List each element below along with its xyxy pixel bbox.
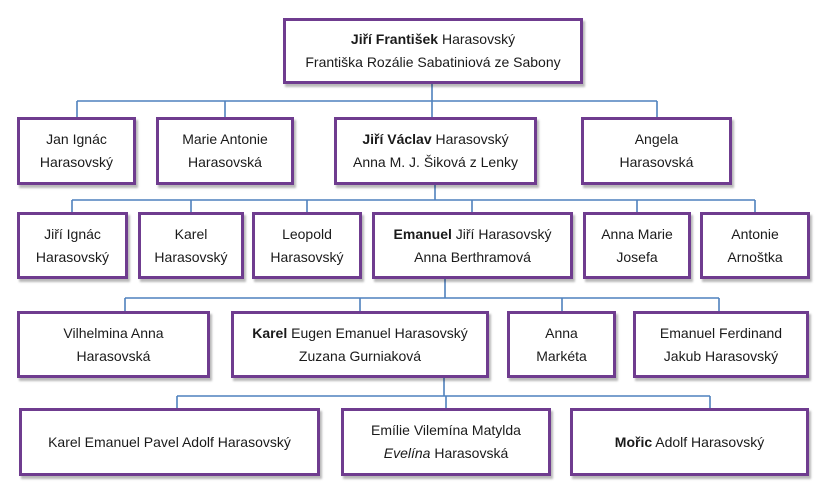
node-line-2: Jakub Harasovský — [663, 347, 779, 364]
node-line-1: Anna — [545, 324, 578, 341]
node-line-2: Harasovský — [35, 248, 110, 265]
person-name-rest: Eugen Emanuel Harasovský — [287, 324, 468, 341]
node-line-1: Emanuel Jiří Harasovský — [394, 223, 552, 246]
node-line-1: Karel — [174, 225, 208, 242]
person-node-jiri-ignac: Jiří Ignác Harasovský — [17, 212, 128, 279]
person-node-anna-marie: Anna Marie Josefa — [583, 212, 691, 279]
node-line-2: Josefa — [616, 248, 658, 265]
person-name-rest: Adolf Harasovský — [652, 433, 765, 450]
node-line-2: Anna M. J. Šiková z Lenky — [353, 154, 518, 170]
person-node-vilhelmina: Vilhelmina Anna Harasovská — [17, 311, 210, 378]
node-line-2: Markéta — [536, 347, 587, 364]
person-name-rest: Harasovský — [438, 31, 516, 47]
node-line-2: Harasovský — [39, 154, 114, 170]
person-name-rest: Harasovská — [430, 445, 509, 461]
person-node-emanuel: Emanuel Jiří Harasovský Anna Berthramová — [372, 212, 573, 279]
node-line-2: Františka Rozálie Sabatiniová ze Sabony — [305, 54, 561, 70]
person-node-moric: Mořic Adolf Harasovský — [570, 408, 809, 476]
person-node-karel-eugen: Karel Eugen Emanuel Harasovský Zuzana Gu… — [231, 311, 489, 378]
node-line-1: Jan Ignác — [46, 131, 107, 147]
node-line-2: Harasovský — [270, 248, 344, 265]
node-line-2: Harasovská — [76, 347, 151, 364]
person-node-jan-ignac: Jan Ignác Harasovský — [17, 117, 136, 185]
node-line-2: Anna Berthramová — [414, 248, 531, 265]
node-line-1: Marie Antonie — [182, 131, 268, 147]
node-line-1: Jiří František Harasovský — [351, 28, 515, 51]
node-line-2: Evelína Harasovská — [384, 442, 509, 465]
node-line-2: Arnoštka — [727, 248, 783, 265]
person-name-bold: Karel — [252, 324, 288, 341]
node-line-1: Leopold — [282, 225, 332, 242]
person-node-emilie: Emílie Vilemína Matylda Evelína Harasovs… — [341, 408, 551, 476]
node-line-1: Karel Emanuel Pavel Adolf Harasovský — [48, 433, 291, 450]
person-node-jiri-frantisek: Jiří František Harasovský Františka Rozá… — [283, 18, 583, 84]
node-line-1: Antonie — [731, 225, 779, 242]
person-node-antonie: Antonie Arnoštka — [700, 212, 810, 279]
node-line-1: Emanuel Ferdinand — [659, 324, 783, 341]
node-line-1: Karel Eugen Emanuel Harasovský — [252, 322, 468, 345]
node-line-1: Vilhelmina Anna — [63, 324, 164, 341]
person-name-italic: Evelína — [383, 445, 431, 461]
node-line-2: Harasovský — [154, 248, 228, 265]
person-node-jiri-vaclav: Jiří Václav Harasovský Anna M. J. Šiková… — [334, 117, 537, 185]
node-line-2: Zuzana Gurniaková — [298, 347, 422, 364]
node-line-1: Jiří Ignác — [44, 225, 101, 242]
node-line-1: Jiří Václav Harasovský — [362, 128, 508, 151]
person-node-karel-emanuel: Karel Emanuel Pavel Adolf Harasovský — [19, 408, 320, 476]
person-name-bold: Mořic — [614, 433, 653, 450]
person-name-bold: Jiří František — [350, 31, 439, 47]
person-name-bold: Jiří Václav — [362, 131, 432, 147]
person-name-rest: Harasovský — [431, 131, 509, 147]
person-node-karel: Karel Harasovský — [138, 212, 244, 279]
node-line-1: Anna Marie — [601, 225, 673, 242]
person-name-bold: Emanuel — [393, 225, 452, 242]
person-node-anna-marketa: Anna Markéta — [507, 311, 616, 378]
node-line-1: Angela — [634, 131, 679, 147]
person-node-angela: Angela Harasovská — [581, 117, 732, 185]
person-node-marie-antonie: Marie Antonie Harasovská — [156, 117, 294, 185]
node-line-1: Mořic Adolf Harasovský — [615, 431, 764, 454]
node-line-2: Harasovská — [188, 154, 262, 170]
person-node-leopold: Leopold Harasovský — [252, 212, 362, 279]
node-line-1: Emílie Vilemína Matylda — [371, 422, 521, 438]
node-line-2: Harasovská — [619, 154, 694, 170]
person-name-rest: Jiří Harasovský — [451, 225, 552, 242]
person-node-emanuel-ferdinand: Emanuel Ferdinand Jakub Harasovský — [633, 311, 809, 378]
